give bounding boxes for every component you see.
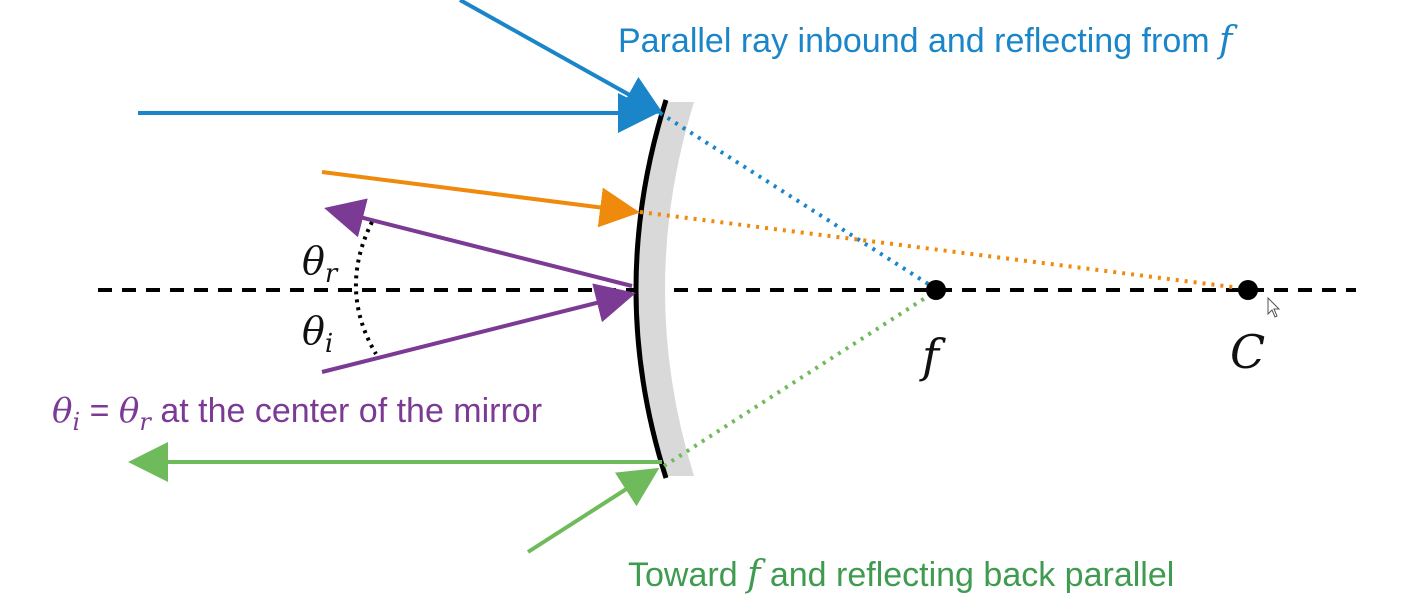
focal-point-label: f [919, 329, 946, 383]
focal-point-dot [926, 280, 946, 300]
purple-incident-ray [321, 283, 636, 374]
blue-reflected-ray [459, 0, 664, 114]
orange-dotted-extension [639, 210, 1249, 291]
orange-incoming-ray [321, 170, 640, 228]
caption-parallel-ray: Parallel ray inbound and reflecting from… [618, 20, 1238, 61]
caption-toward-f: Toward f and reflecting back parallel [628, 554, 1174, 595]
theta-r-label: θr [302, 239, 339, 289]
center-point-dot [1238, 280, 1258, 300]
angle-arc [353, 221, 378, 356]
mouse-cursor-icon [1267, 296, 1281, 318]
theta-i-label: θi [302, 309, 333, 359]
center-point-label: C [1230, 325, 1265, 379]
green-dotted-extension [662, 289, 938, 468]
caption-center-of-mirror: θi = θr at the center of the mirror [52, 391, 542, 436]
green-incoming-ray [526, 467, 660, 554]
mirror-surface [633, 99, 669, 479]
mirror-backing [635, 102, 694, 476]
blue-dotted-extension [658, 111, 938, 291]
purple-reflected-ray [324, 198, 633, 288]
